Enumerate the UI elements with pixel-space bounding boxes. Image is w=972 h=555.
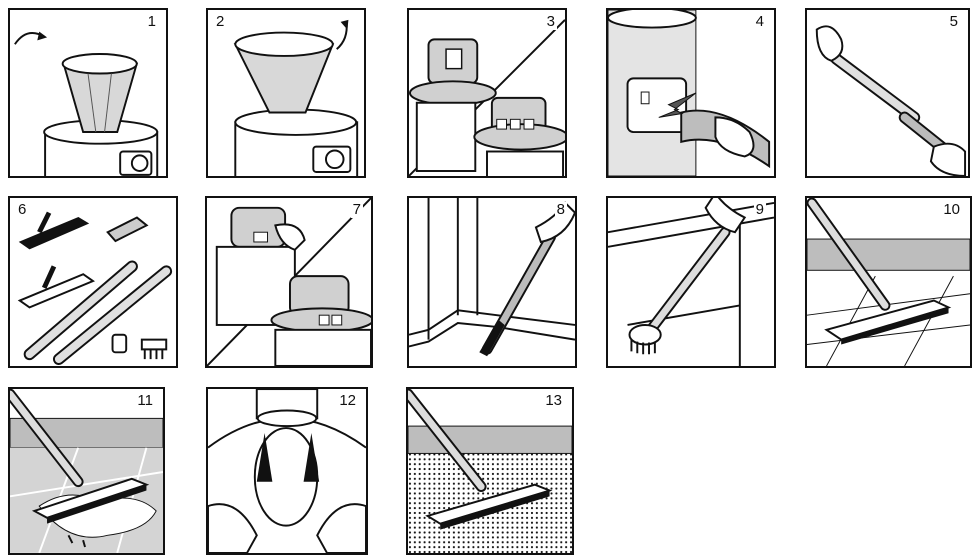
step-number: 9 xyxy=(754,202,766,218)
step-2-panel: 2 xyxy=(206,8,366,178)
accessories-illustration xyxy=(10,198,176,366)
brush-nozzle-illustration xyxy=(608,198,774,366)
step-6-panel: 6 xyxy=(8,196,178,368)
step-number: 7 xyxy=(351,202,363,218)
step-number: 10 xyxy=(941,202,962,218)
head-assembly-illustration xyxy=(409,10,565,176)
step-10-panel: 10 xyxy=(805,196,972,368)
empty-container-illustration xyxy=(208,389,366,553)
step-4-panel: 4 xyxy=(606,8,776,178)
floor-nozzle-wet-floor-illustration xyxy=(10,389,163,553)
step-number: 12 xyxy=(337,393,358,409)
tube-connect-illustration xyxy=(807,10,968,176)
switch-on-illustration xyxy=(207,198,371,366)
step-number: 5 xyxy=(948,14,960,30)
step-8-panel: 8 xyxy=(407,196,577,368)
step-3-panel: 3 xyxy=(407,8,567,178)
step-number: 1 xyxy=(146,14,158,30)
step-number: 13 xyxy=(543,393,564,409)
step-number: 4 xyxy=(754,14,766,30)
step-7-panel: 7 xyxy=(205,196,373,368)
step-number: 8 xyxy=(555,202,567,218)
filter-cone-remove-illustration xyxy=(208,10,364,176)
step-5-panel: 5 xyxy=(805,8,970,178)
step-13-panel: 13 xyxy=(406,387,574,555)
step-12-panel: 12 xyxy=(206,387,368,555)
hose-connect-illustration xyxy=(608,10,774,176)
step-number: 3 xyxy=(545,14,557,30)
step-1-panel: 1 xyxy=(8,8,168,178)
floor-nozzle-hard-floor-illustration xyxy=(807,198,970,366)
step-number: 2 xyxy=(214,14,226,30)
floor-nozzle-carpet-illustration xyxy=(408,389,572,553)
step-11-panel: 11 xyxy=(8,387,165,555)
filter-cone-insert-illustration xyxy=(10,10,166,176)
step-number: 11 xyxy=(135,393,155,409)
step-9-panel: 9 xyxy=(606,196,776,368)
crevice-nozzle-illustration xyxy=(409,198,575,366)
step-number: 6 xyxy=(16,202,28,218)
